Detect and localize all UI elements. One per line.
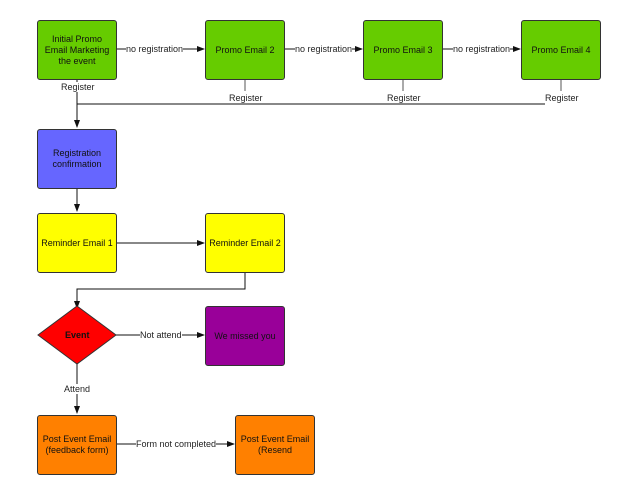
node-initial-promo-email[interactable]: Initial Promo Email Marketing the event <box>37 20 117 80</box>
node-label: We missed you <box>214 330 276 341</box>
node-label: Promo Email 2 <box>215 44 275 55</box>
edge-label-register: Register <box>61 82 95 92</box>
edge-reminder2-event <box>74 273 246 309</box>
node-label: Registration confirmation <box>52 148 102 169</box>
edge-label-register: Register <box>229 93 263 103</box>
node-label: Post Event Email (feedback form) <box>42 434 112 455</box>
edge-label-not-attend: Not attend <box>140 330 182 340</box>
node-post-event-email[interactable]: Post Event Email (feedback form) <box>37 415 117 475</box>
node-label: Reminder Email 2 <box>209 237 281 248</box>
node-registration-confirmation[interactable]: Registration confirmation <box>37 129 117 189</box>
node-label: Promo Email 4 <box>531 44 591 55</box>
node-promo-email-2[interactable]: Promo Email 2 <box>205 20 285 80</box>
edge-label-attend: Attend <box>64 384 91 394</box>
node-label: Post Event Email (Resend <box>240 434 310 455</box>
node-reminder-email-2[interactable]: Reminder Email 2 <box>205 213 285 273</box>
edge-label-register: Register <box>387 93 421 103</box>
node-label: Promo Email 3 <box>373 44 433 55</box>
edge-label-no-registration: no registration <box>126 44 184 54</box>
edge-label-no-registration: no registration <box>453 44 511 54</box>
node-promo-email-3[interactable]: Promo Email 3 <box>363 20 443 80</box>
edge-label-register: Register <box>545 93 579 103</box>
node-we-missed-you[interactable]: We missed you <box>205 306 285 366</box>
node-reminder-email-1[interactable]: Reminder Email 1 <box>37 213 117 273</box>
edge-label-no-registration: no registration <box>295 44 353 54</box>
node-event-label: Event <box>65 330 90 340</box>
edge-label-form-not-completed: Form not completed <box>136 439 217 449</box>
node-promo-email-4[interactable]: Promo Email 4 <box>521 20 601 80</box>
node-post-event-email-resend[interactable]: Post Event Email (Resend <box>235 415 315 475</box>
node-label: Initial Promo Email Marketing the event <box>44 33 110 66</box>
node-label: Reminder Email 1 <box>41 237 113 248</box>
